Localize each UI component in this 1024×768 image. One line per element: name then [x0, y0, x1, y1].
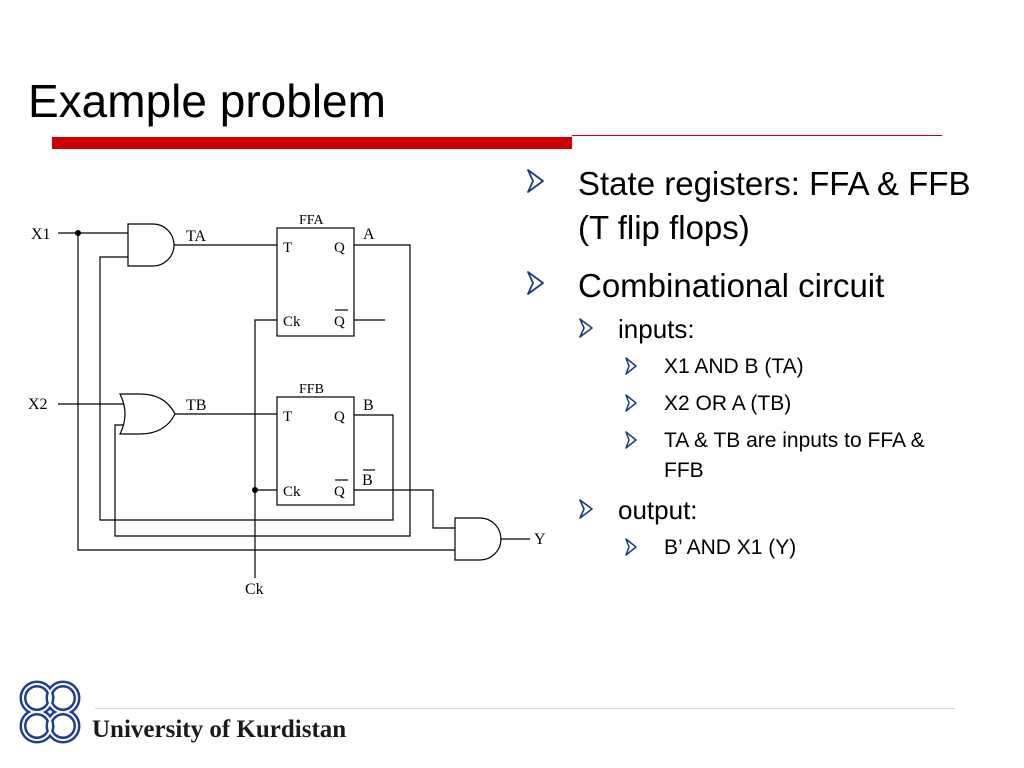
- label-tb: TB: [186, 397, 206, 414]
- circuit-diagram: X1 X2 TA TB FFA FFB T Q Ck Q T Q Ck Q A …: [28, 213, 546, 598]
- label-ta: TA: [186, 228, 206, 245]
- ffa-q-pin: Q: [334, 240, 345, 256]
- arrow-bullet-icon: [622, 533, 664, 562]
- bullet-text: TA & TB are inputs to FFA & FFB: [664, 429, 925, 482]
- label-y: Y: [534, 531, 546, 548]
- bullet-x1-and-b: X1 AND B (TA): [622, 352, 1000, 382]
- arrow-bullet-icon: [576, 312, 618, 344]
- bullet-state-registers: State registers: FFA & FFB (T flip flops…: [520, 162, 1000, 250]
- arrow-bullet-icon: [622, 352, 664, 381]
- and-gate-ta: [127, 223, 175, 267]
- arrow-bullet-icon: [576, 493, 618, 525]
- bullet-text: X1 AND B (TA): [664, 355, 804, 378]
- arrow-bullet-icon: [520, 264, 578, 301]
- label-ffb: FFB: [299, 382, 324, 397]
- footer-divider: [95, 708, 955, 709]
- bullet-text: output:: [618, 495, 698, 525]
- ffb-q-pin: Q: [334, 409, 345, 425]
- slide-title: Example problem: [28, 75, 386, 127]
- label-ffa: FFA: [299, 213, 325, 228]
- bullet-x2-or-a: X2 OR A (TB): [622, 389, 1000, 419]
- arrow-bullet-icon: [520, 162, 578, 199]
- bullet-output: output:: [576, 493, 1000, 527]
- bullet-list: State registers: FFA & FFB (T flip flops…: [520, 162, 1000, 570]
- ffa-qbar-pin: Q: [334, 314, 345, 330]
- title-underline-line: [572, 135, 942, 136]
- bullet-text: State registers: FFA & FFB (T flip flops…: [578, 165, 971, 246]
- label-x1: X1: [31, 226, 51, 243]
- ffb-qbar-pin: Q: [334, 484, 345, 500]
- footer-institution: University of Kurdistan: [92, 716, 347, 743]
- arrow-bullet-icon: [622, 389, 664, 418]
- ffb-t-pin: T: [283, 409, 292, 425]
- label-x2: X2: [28, 396, 48, 413]
- arrow-bullet-icon: [622, 426, 664, 455]
- label-a: A: [363, 226, 375, 243]
- bullet-text: X2 OR A (TB): [664, 392, 792, 415]
- ffb-box: [276, 396, 355, 506]
- university-logo-icon: [19, 680, 81, 744]
- label-clock: Ck: [245, 581, 264, 598]
- or-gate-tb: [119, 393, 176, 435]
- bullet-bprime-and-x1: B’ AND X1 (Y): [622, 533, 1000, 563]
- ffb-ck-pin: Ck: [283, 484, 301, 500]
- label-bbar: B: [362, 472, 373, 489]
- bullet-text: inputs:: [618, 314, 695, 344]
- ffa-t-pin: T: [283, 240, 292, 256]
- bullet-text: Combinational circuit: [578, 267, 885, 304]
- title-underline-bar: [52, 137, 572, 149]
- bullet-text: B’ AND X1 (Y): [664, 536, 797, 559]
- ffa-ck-pin: Ck: [283, 314, 301, 330]
- and-gate-y: [454, 517, 502, 561]
- bullet-combinational: Combinational circuit: [520, 264, 1000, 308]
- ffa-box: [276, 227, 355, 337]
- label-b: B: [363, 397, 374, 414]
- bullet-inputs: inputs:: [576, 312, 1000, 346]
- bullet-ta-tb-inputs: TA & TB are inputs to FFA & FFB: [622, 426, 1000, 486]
